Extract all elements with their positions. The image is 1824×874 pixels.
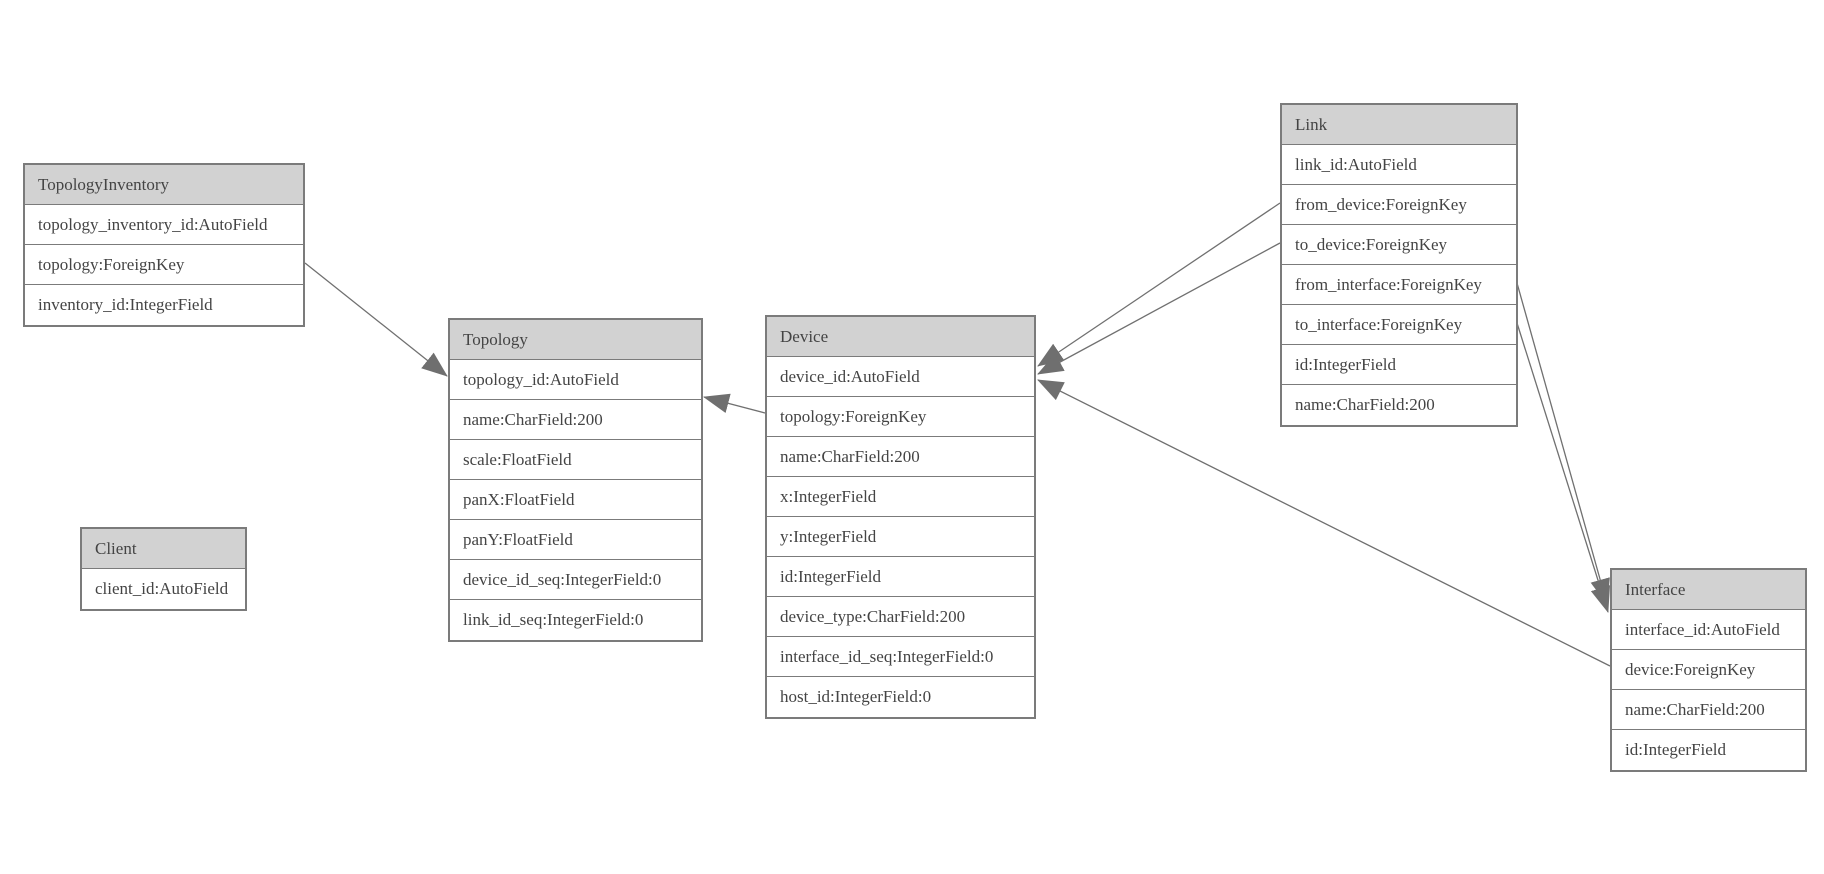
field-row: id:IntegerField — [1282, 345, 1516, 385]
field-row: scale:FloatField — [450, 440, 701, 480]
field-row: name:CharField:200 — [1612, 690, 1805, 730]
field-row: y:IntegerField — [767, 517, 1034, 557]
field-row: to_interface:ForeignKey — [1282, 305, 1516, 345]
entity-title: Interface — [1612, 570, 1805, 610]
field-row: x:IntegerField — [767, 477, 1034, 517]
relation-topologyinventory-topology — [304, 262, 448, 377]
field-row: interface_id:AutoField — [1612, 610, 1805, 650]
relation-link-from_interface — [1516, 282, 1610, 605]
relation-link-to_interface — [1516, 322, 1611, 613]
relation-link-to_device — [1037, 242, 1281, 375]
entity-title: Link — [1282, 105, 1516, 145]
entity-title: Device — [767, 317, 1034, 357]
relation-link-from_device — [1037, 202, 1281, 367]
field-row: topology_id:AutoField — [450, 360, 701, 400]
field-row: host_id:IntegerField:0 — [767, 677, 1034, 717]
field-row: device:ForeignKey — [1612, 650, 1805, 690]
field-row: topology_inventory_id:AutoField — [25, 205, 303, 245]
field-row: from_device:ForeignKey — [1282, 185, 1516, 225]
field-row: from_interface:ForeignKey — [1282, 265, 1516, 305]
field-row: to_device:ForeignKey — [1282, 225, 1516, 265]
entity-title: Topology — [450, 320, 701, 360]
field-row: topology:ForeignKey — [767, 397, 1034, 437]
field-row: device_type:CharField:200 — [767, 597, 1034, 637]
entity-title: Client — [82, 529, 245, 569]
field-row: panY:FloatField — [450, 520, 701, 560]
field-row: topology:ForeignKey — [25, 245, 303, 285]
field-row: device_id_seq:IntegerField:0 — [450, 560, 701, 600]
field-row: client_id:AutoField — [82, 569, 245, 609]
field-row: panX:FloatField — [450, 480, 701, 520]
field-row: interface_id_seq:IntegerField:0 — [767, 637, 1034, 677]
relation-device-topology — [703, 393, 766, 414]
field-row: link_id_seq:IntegerField:0 — [450, 600, 701, 640]
field-row: id:IntegerField — [767, 557, 1034, 597]
field-row: device_id:AutoField — [767, 357, 1034, 397]
entity-title: TopologyInventory — [25, 165, 303, 205]
field-row: name:CharField:200 — [1282, 385, 1516, 425]
field-row: link_id:AutoField — [1282, 145, 1516, 185]
field-row: id:IntegerField — [1612, 730, 1805, 770]
field-row: name:CharField:200 — [450, 400, 701, 440]
field-row: inventory_id:IntegerField — [25, 285, 303, 325]
field-row: name:CharField:200 — [767, 437, 1034, 477]
